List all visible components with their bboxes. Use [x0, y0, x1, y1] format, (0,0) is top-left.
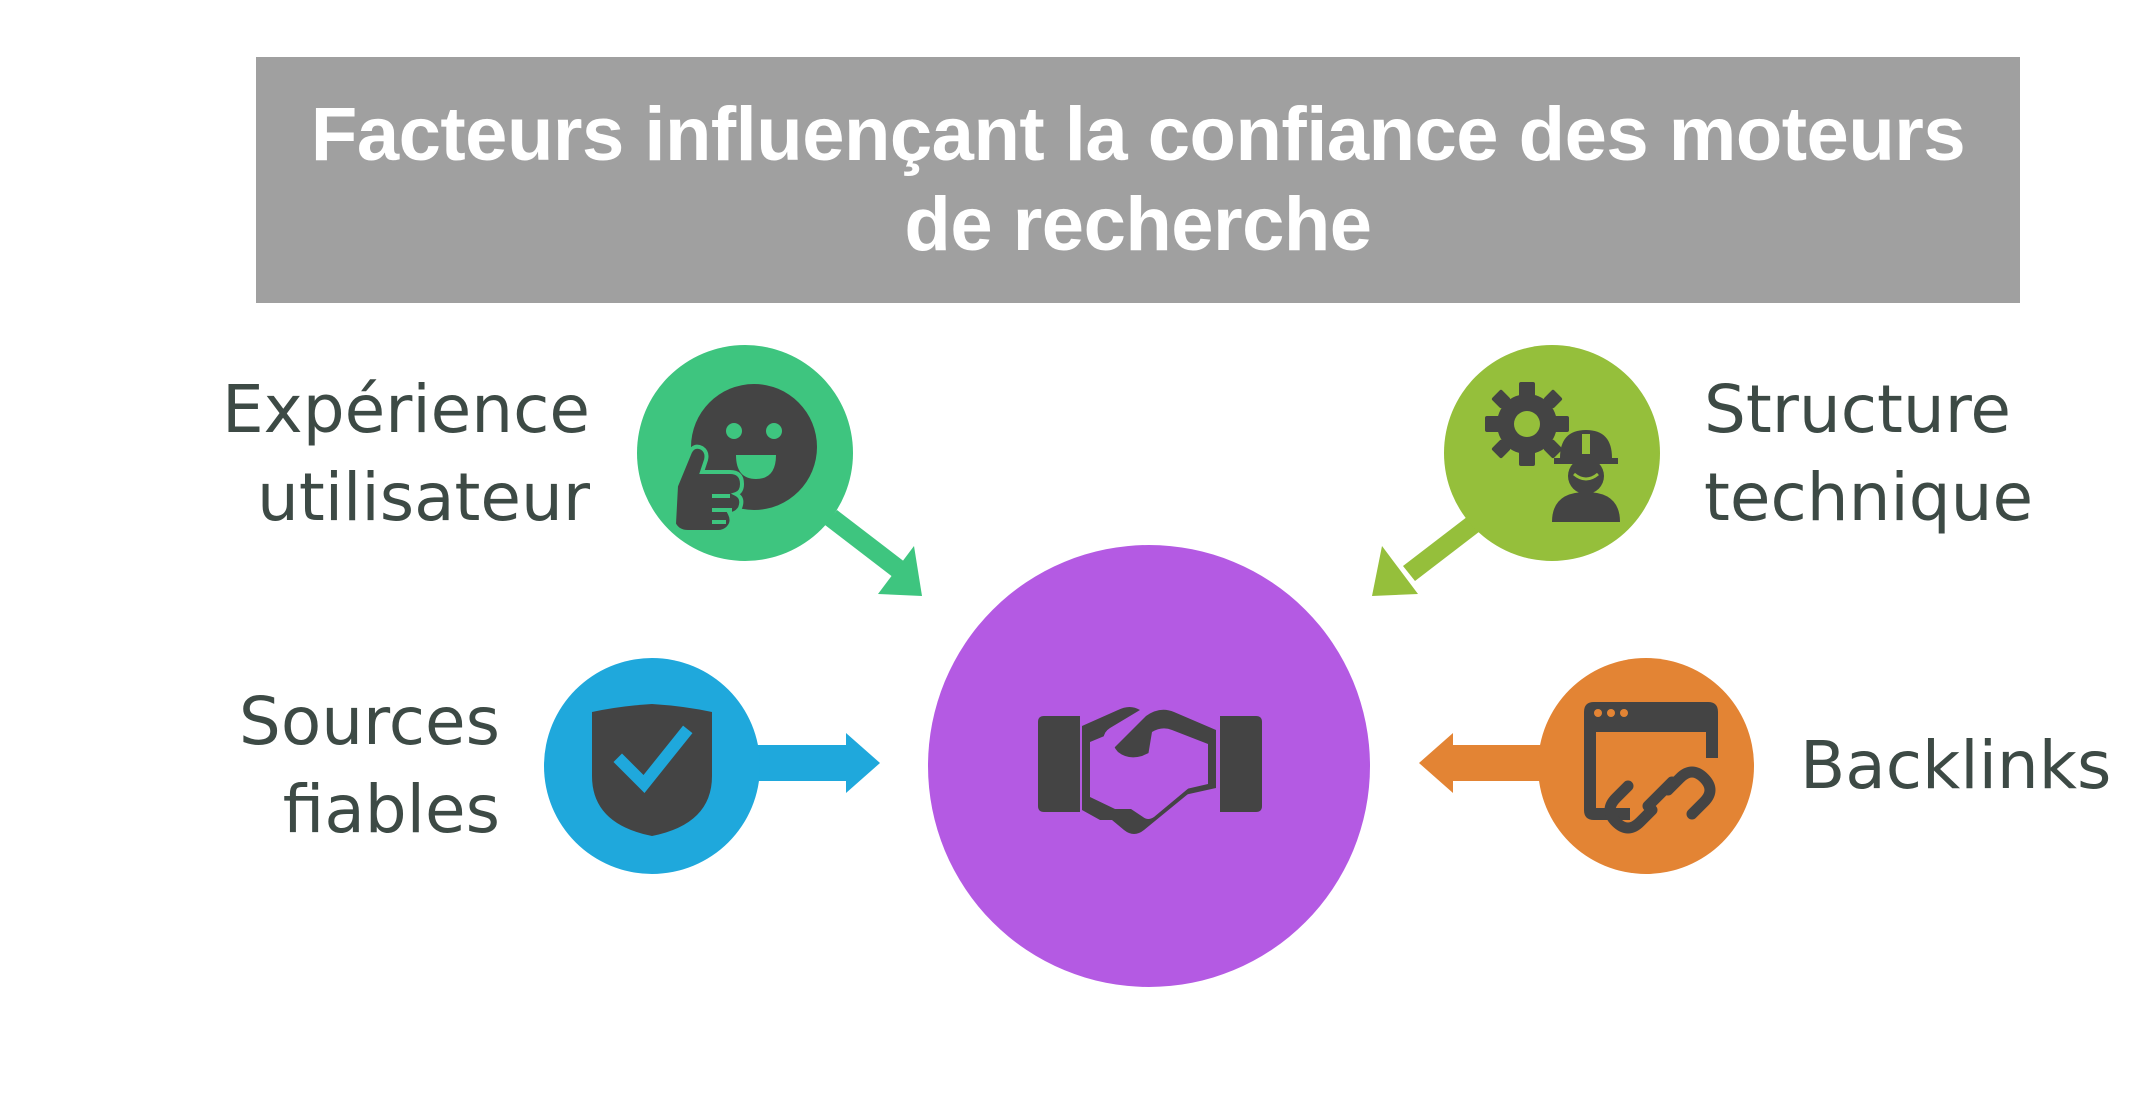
label-backlinks-line1: Backlinks	[1800, 727, 2112, 804]
label-experience-line2: utilisateur	[257, 459, 590, 536]
shield-check-icon	[592, 704, 712, 836]
label-sources-line2: fiables	[282, 771, 500, 848]
arrow-experience-to-center	[825, 510, 922, 596]
node-backlinks	[1538, 658, 1754, 874]
browser-link-icon	[1584, 702, 1718, 834]
node-structure	[1444, 345, 1660, 561]
arrow-sources-to-center	[750, 733, 880, 793]
center-node	[928, 545, 1370, 987]
node-experience	[637, 345, 853, 561]
label-sources-line1: Sources	[238, 683, 500, 760]
gear-worker-icon	[1485, 382, 1620, 522]
label-structure-line2: technique	[1704, 459, 2034, 536]
backlinks-circle	[1538, 658, 1754, 874]
label-experience: Expérience utilisateur	[190, 366, 590, 542]
title-banner: Facteurs influençant la confiance des mo…	[256, 57, 2020, 303]
arrow-backlinks-to-center	[1419, 733, 1547, 793]
label-structure: Structure technique	[1704, 366, 2124, 542]
label-experience-line1: Expérience	[221, 371, 590, 448]
label-sources: Sources fiables	[180, 678, 500, 854]
node-sources	[544, 658, 760, 874]
diagram-title: Facteurs influençant la confiance des mo…	[310, 92, 1966, 267]
arrow-structure-to-center	[1372, 510, 1488, 596]
label-backlinks: Backlinks	[1800, 722, 2130, 810]
smiley-thumbs-up-icon	[671, 384, 817, 534]
label-structure-line1: Structure	[1704, 371, 2012, 448]
